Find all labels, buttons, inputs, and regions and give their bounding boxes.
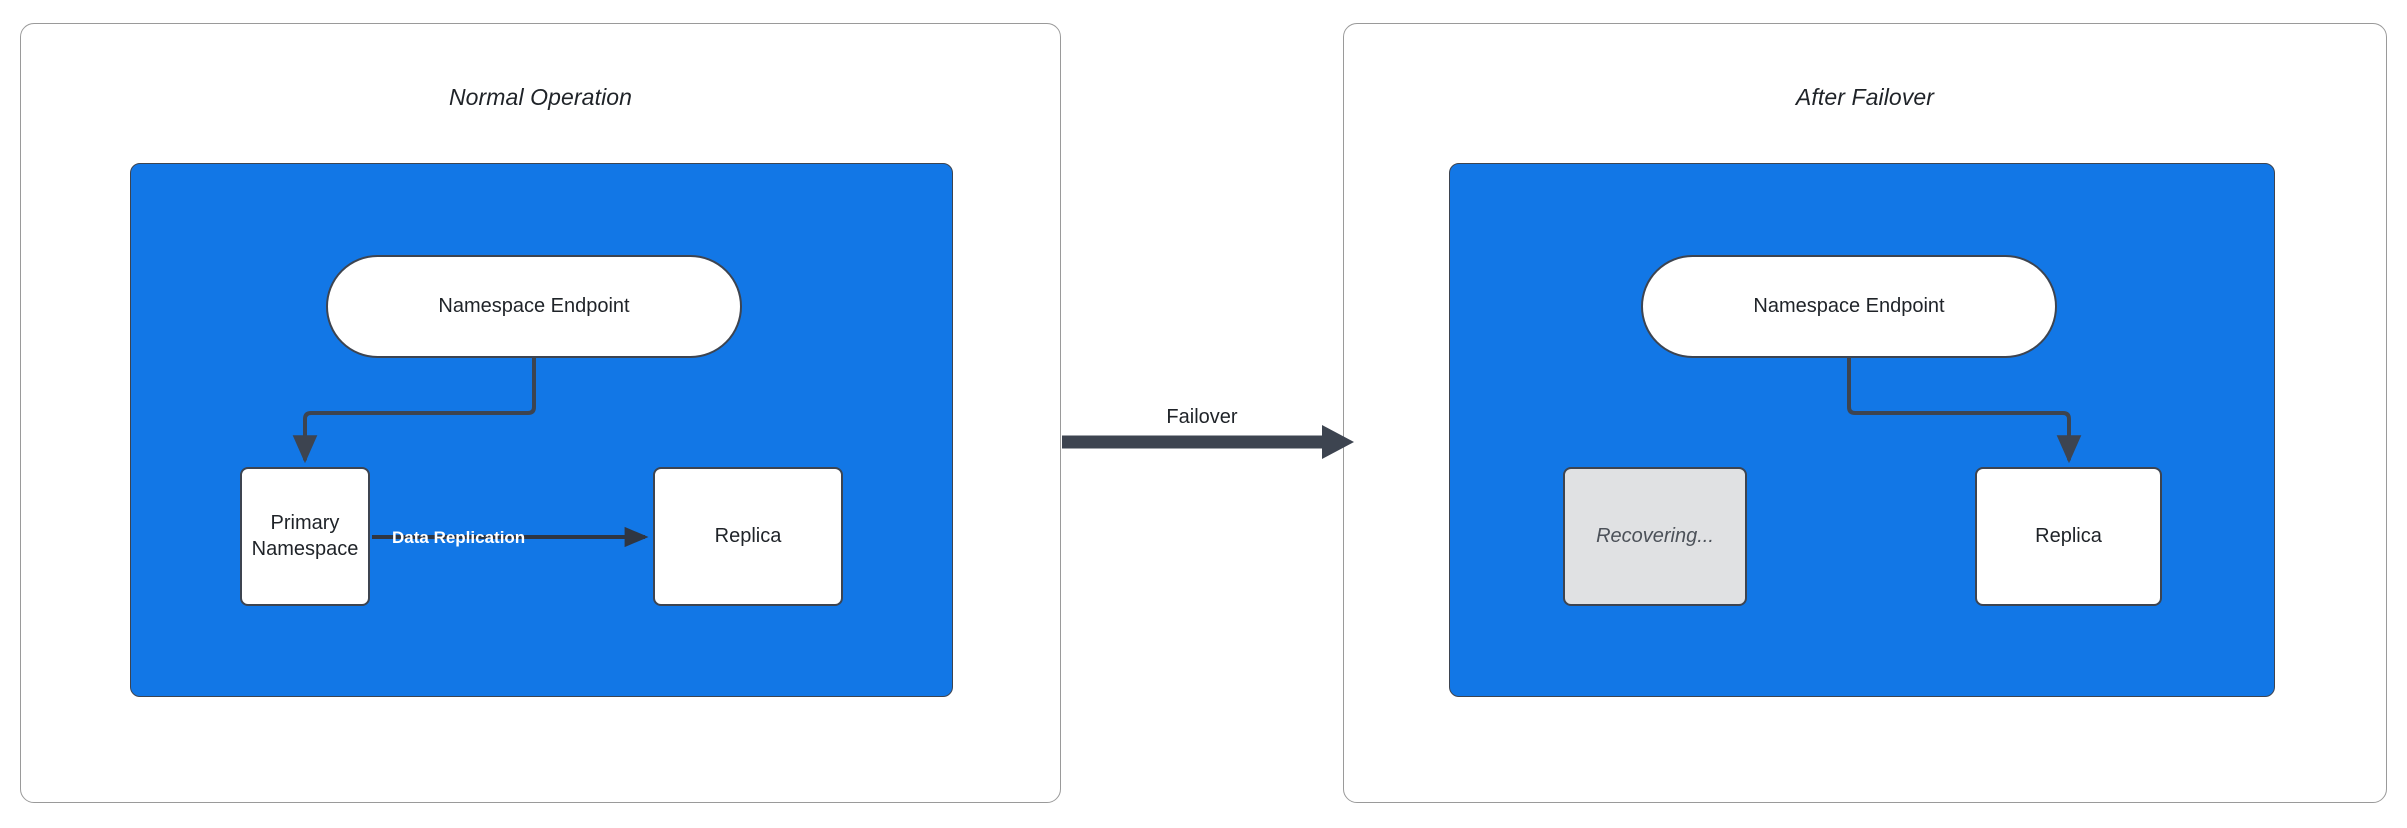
node-label-line2: Namespace: [251, 537, 359, 560]
zone-after-failover: [1449, 163, 2275, 697]
zone-normal-operation: [130, 163, 953, 697]
node-label-line1: Primary: [270, 511, 340, 534]
node-primary-namespace[interactable]: Primary Namespace: [240, 467, 370, 606]
node-label: Primary Namespace: [252, 511, 359, 562]
panel-title-normal-operation: Normal Operation: [448, 84, 633, 110]
node-recovering[interactable]: Recovering...: [1563, 467, 1747, 606]
node-namespace-endpoint-right[interactable]: Namespace Endpoint: [1641, 255, 2057, 358]
node-replica-left[interactable]: Replica: [653, 467, 843, 606]
node-label: Namespace Endpoint: [1753, 294, 1945, 317]
node-label: Replica: [2035, 524, 2102, 547]
node-replica-right[interactable]: Replica: [1975, 467, 2162, 606]
node-namespace-endpoint-left[interactable]: Namespace Endpoint: [326, 255, 742, 358]
edge-label-data-replication: Data Replication: [392, 528, 526, 547]
node-label: Replica: [714, 524, 782, 547]
node-label: Namespace Endpoint: [438, 294, 630, 317]
transition-arrow-failover: [1062, 425, 1354, 459]
transition-label-failover: Failover: [1166, 406, 1238, 428]
panel-title-after-failover: After Failover: [1795, 84, 1935, 110]
node-label: Recovering...: [1596, 524, 1714, 547]
